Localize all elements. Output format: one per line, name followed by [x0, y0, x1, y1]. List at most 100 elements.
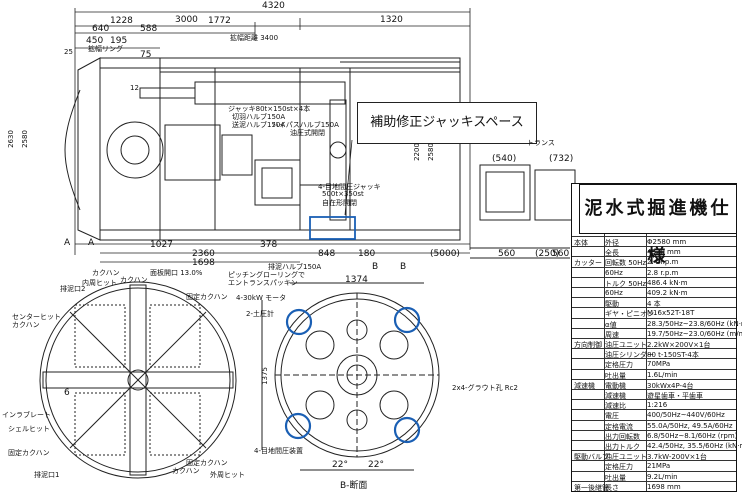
spec-item: 出力トルク [605, 443, 640, 451]
spec-item: 出力回転数 [605, 432, 640, 441]
dim-378: 378 [260, 240, 278, 250]
spec-item: 油圧シリンダー [605, 351, 654, 360]
cf-label-kakuhan4: カクハン [172, 467, 200, 475]
spec-item: α値 [605, 320, 617, 329]
spec-group: 駆動バルブ [574, 453, 609, 462]
cf-label-center-bit: センターヒット [12, 313, 61, 321]
spec-item: 電動機 [605, 381, 626, 390]
section-a-left: A [64, 238, 71, 248]
spec-item: 吐出量 [605, 473, 626, 482]
spec-value: 21MPa [647, 462, 671, 471]
dim-540: (540) [492, 154, 517, 164]
spec-value: 3.7kW-200V×1台 [647, 453, 707, 462]
spec-item: 油圧ユニット [605, 453, 647, 462]
dim-560b: 560 [552, 249, 570, 259]
sb-dim-1374: 1374 [345, 275, 368, 285]
dim-75: 75 [140, 50, 152, 60]
dim-side-2200: 2200 [412, 143, 421, 161]
cf-label-kakuhan2: カクハン [120, 276, 148, 284]
cf-label-opening-ratio: 面板開口 13.0% [150, 269, 203, 277]
spec-item: 長さ [605, 483, 619, 492]
label-transformer: トランス [527, 139, 555, 147]
dim-side-2630: 2630 [6, 130, 15, 148]
spec-value: 30kWx4P-4台 [647, 381, 694, 390]
dim-250: (250) [535, 249, 560, 259]
spec-item: 油圧ユニット [605, 341, 647, 349]
spec-value: 1.6L/min [647, 370, 678, 379]
spec-row: 第一後継管長さ 1698 mm [572, 480, 736, 492]
spec-value: 6.8/50Hz~8.1/60Hz (rpm) [647, 431, 738, 440]
jack-space-callout: 補助修正ジャッキスペース [357, 102, 537, 144]
spec-value: 遊星歯車・平歯車 [647, 392, 703, 400]
dim-3000: 3000 [175, 15, 198, 25]
spec-item: ギヤ・ピニオン [605, 310, 654, 319]
spec-item: 吐出量 [605, 371, 626, 380]
spec-item: 回転数 50Hz [605, 259, 647, 268]
section-b-left: B [372, 262, 379, 272]
dim-side-2580b: 2580 [426, 143, 435, 161]
spec-item: 電圧 [605, 412, 619, 421]
spec-row: 駆動 4 本 [572, 297, 736, 308]
spec-value: Φ2580 mm [647, 238, 686, 246]
spec-item: 定格圧力 [605, 361, 633, 370]
spec-group: 方向制御 [574, 341, 602, 349]
dim-12: 12 [130, 84, 139, 92]
cf-label-outer-bit: 外周ヒット [210, 471, 245, 479]
dim-560a: 560 [498, 249, 516, 259]
cf-label-inner-bit: 内周ヒット [82, 279, 117, 287]
spec-value: 2.8 r.p.m [647, 269, 678, 277]
dim-25: 25 [64, 48, 73, 56]
cf-label-discharge1: 排泥口1 [34, 471, 60, 479]
spec-item: 60Hz [605, 268, 623, 277]
cf-label-shell-bit: シェルヒット [8, 425, 50, 433]
sb-label-joint-device: 4-目地間圧装置 [254, 447, 303, 455]
spec-row: 吐出量 1.6L/min [572, 368, 736, 380]
spec-row: 60Hz 2.8 r.p.m [572, 266, 736, 278]
label-expansion-distance: 拡幅距離 3400 [230, 34, 279, 42]
spec-item: 周速 [605, 330, 619, 339]
section-b-diagram [261, 282, 440, 471]
spec-row: 周速 19.7/50Hz~23.0/60Hz (m/min) [572, 327, 742, 339]
dim-848: 848 [318, 249, 336, 259]
spec-item: 減速比 [605, 402, 626, 411]
label-expansion-ring: 拡幅リング [88, 45, 123, 53]
label-entrance-packing: エントランスパッキン [228, 279, 298, 287]
sb-title: B-断面 [340, 481, 368, 491]
spec-value: 1:216 [647, 401, 668, 410]
spec-row: 減速比 1:216 [572, 399, 736, 410]
spec-value: 2.4 r.p.m [647, 258, 678, 266]
spec-value: 4 本 [647, 300, 661, 309]
spec-item: 駆動 [605, 300, 619, 309]
spec-value: 19.7/50Hz~23.0/60Hz (m/min) [647, 329, 742, 338]
spec-value: 4320 mm [647, 248, 681, 256]
spec-row: 減速機遊星歯車・平歯車 [572, 389, 736, 400]
label-pitching: ピッチングローリングで [228, 271, 305, 279]
spec-value: 28.3/50Hz~23.8/60Hz (kN·m) [647, 319, 742, 328]
jack-position-highlights [284, 306, 421, 444]
spec-row: 本体外径Φ2580 mm [572, 236, 736, 247]
spec-item: 定格電流 [605, 422, 633, 431]
spec-group: 第一後継管 [574, 483, 609, 492]
spec-row: 出力回転数 6.8/50Hz~8.1/60Hz (rpm) [572, 429, 738, 441]
dim-1772: 1772 [208, 16, 231, 26]
dim-1320: 1320 [380, 15, 403, 25]
dim-180: 180 [358, 249, 376, 259]
spec-value: 486.4 kN·m [647, 278, 688, 287]
sb-dim-1375: 1375 [260, 367, 269, 385]
sb-angle-right: 22° [368, 460, 384, 470]
sb-angle-left: 22° [332, 460, 348, 470]
cutter-face-diagram [39, 281, 237, 479]
label-joint-jack: 4-目地間圧ジャッキ [318, 183, 381, 191]
dim-side-2580: 2580 [20, 130, 29, 148]
spec-value: 1698 mm [647, 482, 681, 491]
spec-row: 全長4320 mm [572, 246, 736, 257]
dim-1698: 1698 [192, 258, 215, 268]
spec-value: 2.2kW×200V×1台 [647, 341, 711, 349]
